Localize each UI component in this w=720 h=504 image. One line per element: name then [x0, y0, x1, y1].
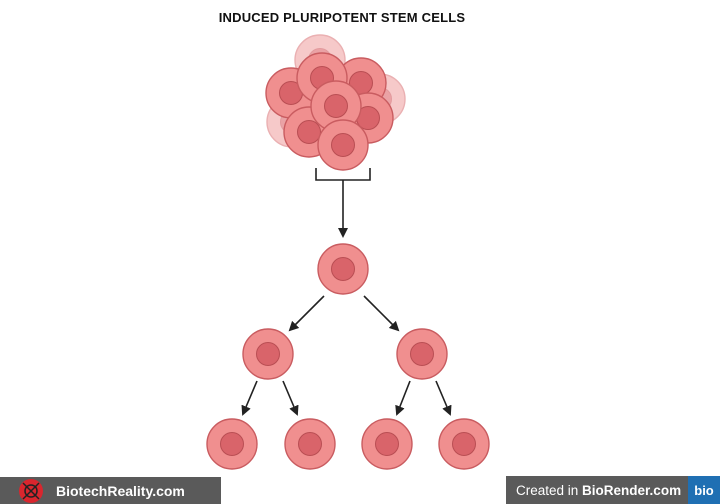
biotechreality-badge[interactable]: BiotechReality.com: [0, 477, 221, 504]
single-cells-layer: [206, 243, 490, 470]
cell-nucleus: [297, 120, 321, 144]
daughter-cell-level-3-2: [284, 418, 336, 470]
arrow: [363, 295, 400, 332]
stem-cell: [317, 119, 369, 171]
daughter-cell-level-3-1: [206, 418, 258, 470]
daughter-cell-level-3-3: [361, 418, 413, 470]
daughter-cell-level-2-left: [242, 328, 294, 380]
created-in-text: Created in BioRender.com: [516, 483, 681, 498]
biotechreality-label: BiotechReality.com: [56, 482, 185, 499]
cell-differentiation-diagram: [206, 34, 490, 470]
daughter-cell-level-1: [317, 243, 369, 295]
cell-nucleus: [375, 432, 399, 456]
cell-nucleus: [331, 133, 355, 157]
arrow: [288, 295, 325, 332]
arrow: [282, 380, 299, 416]
stem-cell: [310, 80, 362, 132]
daughter-cell-level-3-4: [438, 418, 490, 470]
cell-nucleus: [220, 432, 244, 456]
daughter-cell-level-2-right: [396, 328, 448, 380]
cell-nucleus: [324, 94, 348, 118]
created-prefix: Created in: [516, 482, 583, 498]
diagram-title: INDUCED PLURIPOTENT STEM CELLS: [218, 10, 466, 25]
arrow: [435, 380, 452, 416]
cell-nucleus: [298, 432, 322, 456]
cell-nucleus: [452, 432, 476, 456]
arrow: [395, 380, 411, 416]
arrow: [241, 380, 258, 416]
cell-nucleus: [256, 342, 280, 366]
biorender-badge[interactable]: Created in BioRender.com bio: [506, 476, 720, 504]
arrows-layer: [241, 168, 452, 416]
biotech-logo-icon: [19, 478, 43, 503]
biorender-brand: BioRender.com: [582, 482, 682, 498]
biorender-logo-icon: bio: [688, 476, 720, 504]
cell-nucleus: [331, 257, 355, 281]
ipsc-cluster: [265, 34, 406, 171]
cell-nucleus: [410, 342, 434, 366]
